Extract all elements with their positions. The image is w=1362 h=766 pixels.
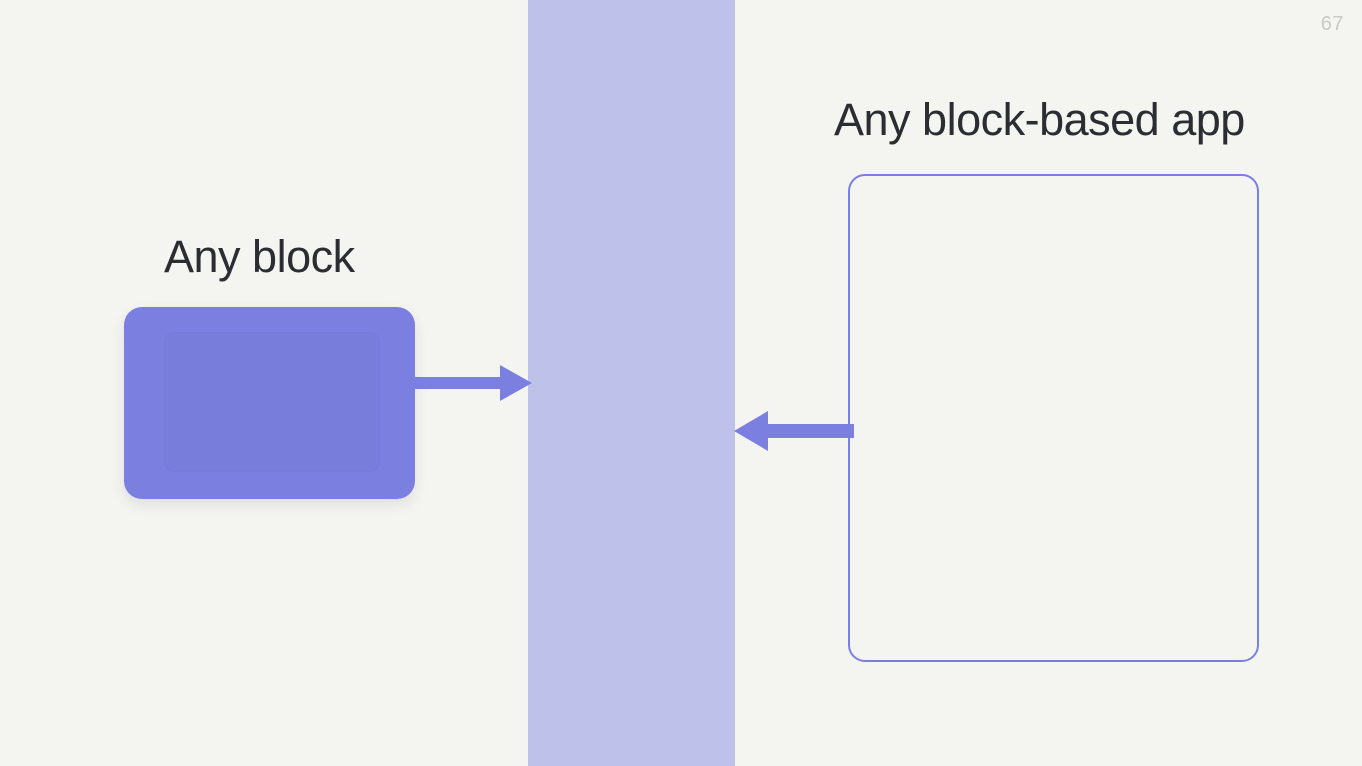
left-heading: Any block (164, 231, 355, 282)
center-band (528, 0, 735, 766)
arrow-right-icon (410, 365, 532, 401)
page-number: 67 (1320, 13, 1344, 35)
arrow-left-icon (734, 411, 854, 451)
any-block-inner-surface (164, 332, 380, 472)
any-block-shape (124, 307, 415, 499)
any-block-based-app-card (848, 174, 1259, 662)
right-heading: Any block-based app (834, 94, 1245, 145)
